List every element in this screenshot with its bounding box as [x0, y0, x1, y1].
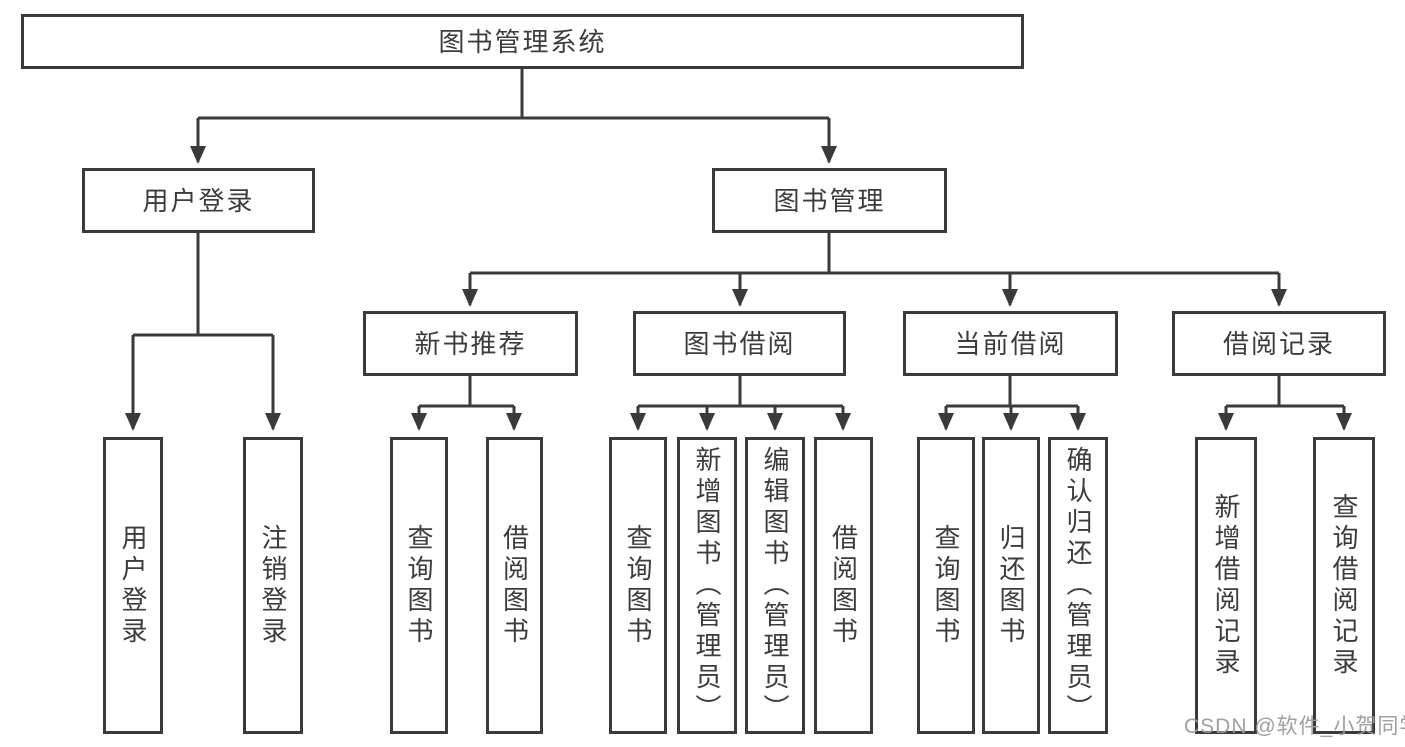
node-user-login-branch: 用户登录	[82, 168, 315, 233]
leaf-logout: 注销登录	[243, 437, 303, 734]
node-book-borrowing: 图书借阅	[633, 311, 846, 376]
leaf-recommend-borrow-books: 借阅图书	[486, 437, 543, 734]
node-book-management: 图书管理	[712, 168, 947, 233]
leaf-confirm-return-admin: 确认归还（管理员）	[1048, 437, 1108, 734]
csdn-watermark: CSDN @软件_小贺同学	[1184, 715, 1405, 738]
node-current-borrowing: 当前借阅	[903, 311, 1118, 376]
leaf-return-books: 归还图书	[982, 437, 1040, 734]
node-root-system: 图书管理系统	[21, 14, 1024, 69]
leaf-edit-books-admin: 编辑图书（管理员）	[745, 437, 805, 734]
leaf-user-login: 用户登录	[103, 437, 163, 734]
leaf-current-query-books: 查询图书	[917, 437, 975, 734]
leaf-borrow-books: 借阅图书	[814, 437, 873, 734]
node-new-book-recommend: 新书推荐	[363, 311, 578, 376]
leaf-query-borrow-record: 查询借阅记录	[1313, 437, 1375, 734]
leaf-recommend-query-books: 查询图书	[390, 437, 448, 734]
leaf-add-borrow-record: 新增借阅记录	[1195, 437, 1257, 734]
node-borrowing-records: 借阅记录	[1172, 311, 1386, 376]
leaf-add-books-admin: 新增图书（管理员）	[677, 437, 737, 734]
leaf-borrowing-query-books: 查询图书	[609, 437, 667, 734]
